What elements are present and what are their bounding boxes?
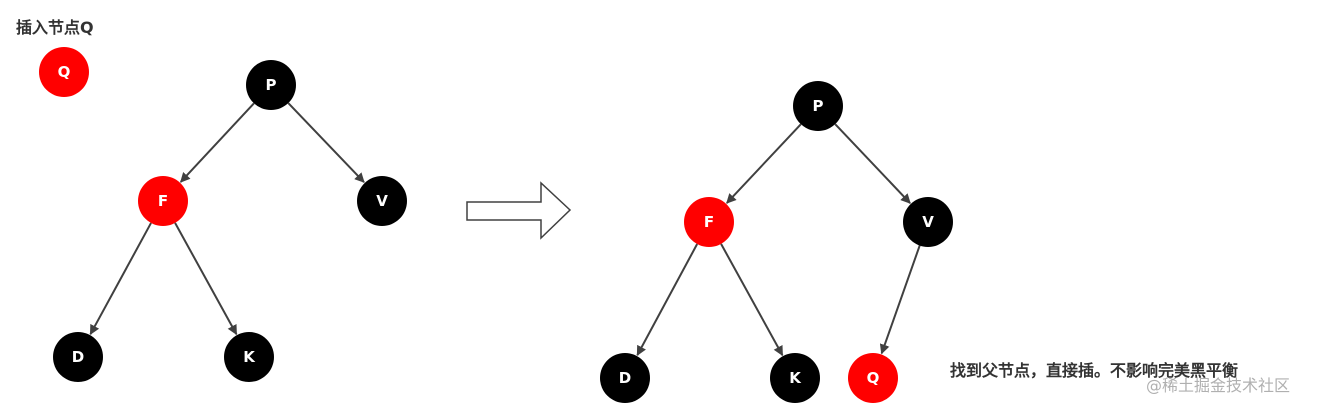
after-node-v: V (903, 197, 953, 247)
after-node-q-label: Q (867, 369, 880, 387)
before-node-p-label: P (266, 76, 277, 94)
before-edge-F-D (89, 222, 152, 336)
after-node-p-label: P (813, 97, 824, 115)
before-edge-P-V (287, 102, 365, 183)
after-node-v-circle (903, 197, 953, 247)
after-node-d-circle (600, 353, 650, 403)
after-node-q-circle (848, 353, 898, 403)
new-node-q-label: Q (58, 63, 71, 81)
after-node-d: D (600, 353, 650, 403)
before-node-f-circle (138, 176, 188, 226)
after-edge-P-V (834, 123, 911, 204)
after-node-p-circle (793, 81, 843, 131)
transition-arrow-icon (466, 181, 572, 240)
after-node-f-circle (684, 197, 734, 247)
diagram-caption: 找到父节点，直接插。不影响完美黑平衡 (950, 361, 1239, 380)
before-node-p-circle (246, 60, 296, 110)
after-node-f: F (684, 197, 734, 247)
before-node-f-label: F (158, 192, 168, 210)
before-edge-F-K (174, 222, 238, 336)
before-node-k-label: K (243, 348, 256, 366)
new-node-q-circle (39, 47, 89, 97)
after-node-q: Q (848, 353, 898, 403)
before-node-k-circle (224, 332, 274, 382)
new-node-q: Q (39, 47, 89, 97)
before-node-d-circle (53, 332, 103, 382)
after-node-d-label: D (619, 369, 631, 387)
after-edge-F-D (636, 243, 699, 356)
before-node-k: K (224, 332, 274, 382)
before-node-p: P (246, 60, 296, 110)
watermark: @稀土掘金技术社区 (1146, 376, 1291, 395)
after-node-f-label: F (704, 213, 714, 231)
before-node-v: V (357, 176, 407, 226)
after-edge-P-F (726, 123, 802, 204)
before-edge-P-F (179, 102, 255, 183)
after-node-v-label: V (922, 213, 934, 231)
after-node-p: P (793, 81, 843, 131)
before-node-d-label: D (72, 348, 84, 366)
before-node-v-label: V (376, 192, 388, 210)
after-node-k-label: K (789, 369, 802, 387)
after-node-k: K (770, 353, 820, 403)
nodes-layer: P F V D K Q P F V D K Q (39, 47, 953, 403)
before-node-d: D (53, 332, 103, 382)
before-node-v-circle (357, 176, 407, 226)
before-node-f: F (138, 176, 188, 226)
edges-layer (89, 102, 921, 357)
after-node-k-circle (770, 353, 820, 403)
after-edge-V-Q (879, 245, 921, 355)
after-edge-F-K (720, 243, 784, 357)
diagram-title: 插入节点Q (16, 18, 94, 37)
